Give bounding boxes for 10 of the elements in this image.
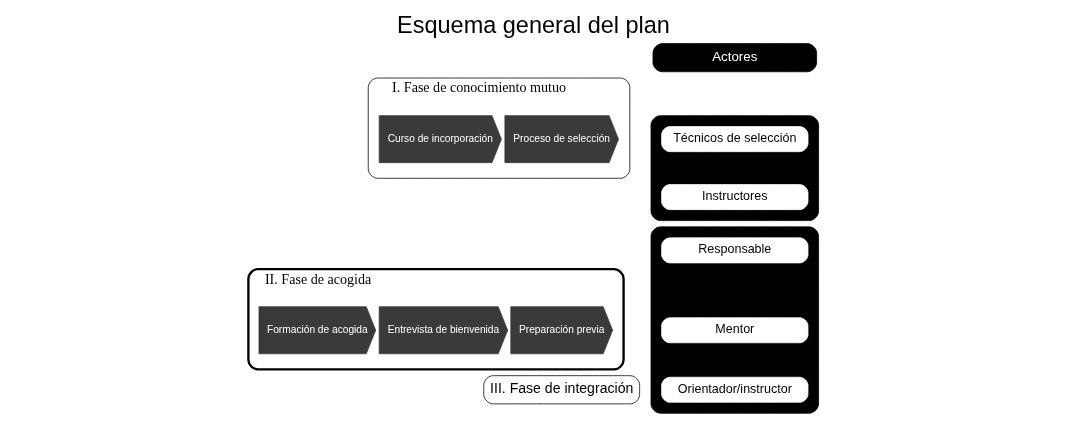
node-box: III. Fase de integración xyxy=(482,375,640,405)
node-box: Instructores xyxy=(660,184,808,210)
cluster xyxy=(650,115,819,221)
node-box: Actores xyxy=(652,43,817,73)
node-box: Responsable xyxy=(660,237,808,264)
node-box: Técnicos de selección xyxy=(660,126,808,153)
cluster xyxy=(650,226,819,414)
node-box: Orientador/instructor xyxy=(660,376,808,403)
diagram-title: Esquema general del plan xyxy=(396,12,670,39)
node-box: Mentor xyxy=(660,317,808,344)
